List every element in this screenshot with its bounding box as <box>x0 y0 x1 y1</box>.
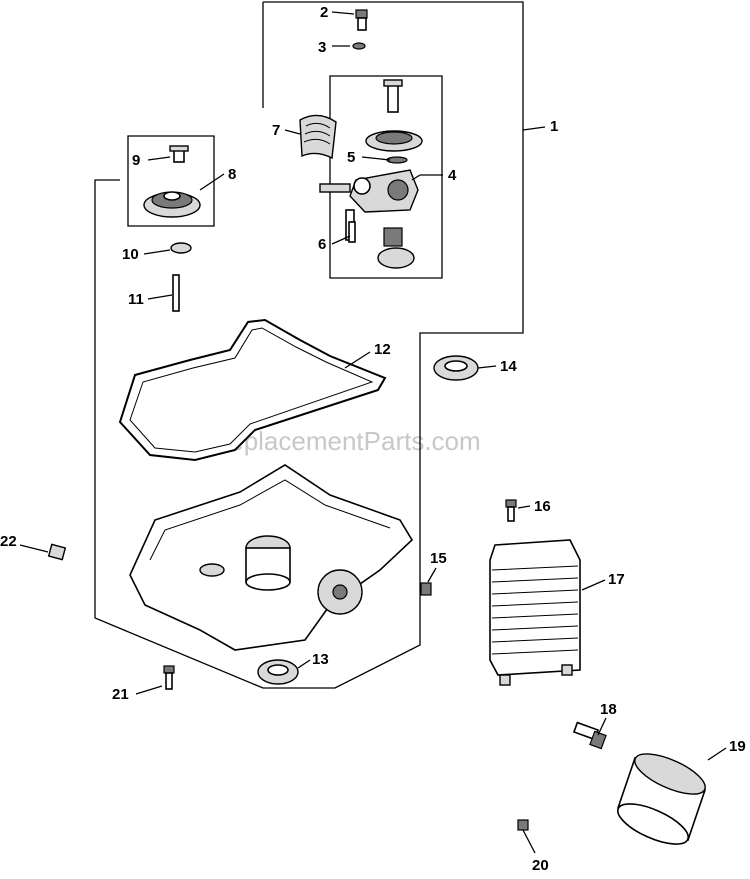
callout-6: 6 <box>318 236 326 253</box>
part-22-plug <box>47 543 67 561</box>
part-14-seal <box>433 355 479 381</box>
part-12-gasket-inner <box>129 327 374 453</box>
part-7-screen <box>299 114 337 160</box>
callout-13: 13 <box>312 651 329 668</box>
callout-11: 11 <box>128 291 144 308</box>
part-16-screw <box>505 499 517 522</box>
part-21-screw <box>163 665 175 690</box>
callout-14: 14 <box>500 358 517 375</box>
part-15-plug <box>420 582 432 596</box>
callout-1: 1 <box>550 118 558 135</box>
oil-pan <box>129 464 414 651</box>
callout-21: 21 <box>112 686 129 703</box>
callout-7: 7 <box>272 122 280 139</box>
part-18-adapter <box>572 721 607 750</box>
callout-16: 16 <box>534 498 551 515</box>
part-9-bolt <box>169 145 189 163</box>
callout-17: 17 <box>608 571 625 588</box>
oil-pump-box <box>329 75 443 279</box>
part-3-washer <box>352 42 366 50</box>
part-11-stud <box>172 274 180 312</box>
callout-4: 4 <box>448 167 457 184</box>
callout-5: 5 <box>347 149 355 166</box>
callout-2: 2 <box>320 4 328 21</box>
part-8-gear <box>143 191 201 218</box>
callout-20: 20 <box>532 857 549 874</box>
callout-3: 3 <box>318 39 326 56</box>
callout-19: 19 <box>729 738 746 755</box>
callout-18: 18 <box>600 701 617 718</box>
callout-22: 22 <box>0 533 17 550</box>
part-2-plug <box>355 9 368 31</box>
callout-8: 8 <box>228 166 236 183</box>
assembly-outline-main <box>94 1 524 689</box>
callout-12: 12 <box>374 341 391 358</box>
part-12-gasket <box>118 318 387 462</box>
part-17-oil-cooler <box>489 539 581 686</box>
part-20-drain-plug <box>517 819 529 831</box>
balance-gear-box <box>127 135 215 227</box>
part-6-pin <box>348 221 356 243</box>
part-13-seal <box>257 659 299 685</box>
part-4-oil-pump <box>319 79 423 269</box>
leader-lines <box>19 11 727 854</box>
part-10-washer <box>170 242 192 254</box>
part-19-oil-filter <box>617 753 706 845</box>
callout-10: 10 <box>122 246 139 263</box>
callout-15: 15 <box>430 550 447 567</box>
callout-9: 9 <box>132 152 140 169</box>
